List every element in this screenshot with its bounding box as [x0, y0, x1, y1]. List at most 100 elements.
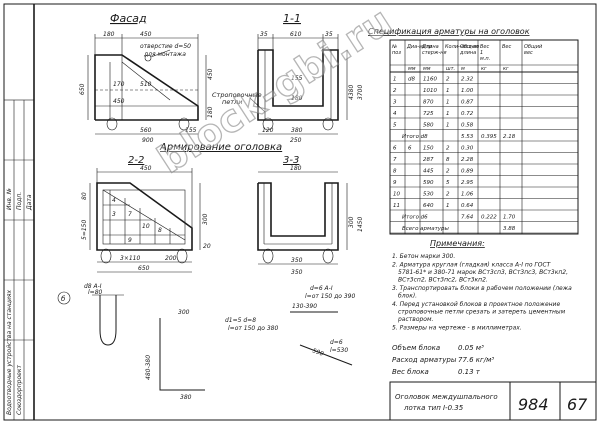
- spec-cell: 4: [393, 111, 397, 117]
- bar-shape-2-len: l=от 150 до 380: [228, 325, 278, 332]
- weight-label: Вес блока: [392, 368, 429, 376]
- spec-cell: 1: [393, 77, 397, 83]
- spec-cell: 2.32: [461, 77, 474, 83]
- spec-col-head: Коли-чест-во: [445, 44, 479, 50]
- s33-dim-mid-2: 1450: [357, 217, 364, 232]
- s11-dim-top-1: 35: [260, 31, 268, 38]
- facade-dim-inner-2: 510: [140, 81, 152, 88]
- facade-dim-bottom-2: 900: [142, 137, 154, 144]
- spec-unit: мм: [423, 66, 431, 72]
- facade-title: Фасад: [110, 12, 147, 25]
- spec-unit: кг: [481, 66, 487, 72]
- spec-cell: Всего арматуры: [402, 226, 450, 232]
- bar-shape-2-label: d1=5 d=8: [225, 317, 256, 324]
- spec-unit: мм: [408, 66, 416, 72]
- spec-cell: 0.87: [461, 100, 474, 106]
- s33-dim-top: 180: [290, 165, 302, 172]
- spec-cell: 1.70: [503, 215, 516, 221]
- spec-cell: 530: [423, 192, 434, 198]
- spec-cell: 640: [423, 203, 434, 209]
- bar-shape-dim-300: 300: [178, 309, 190, 316]
- note-line: строповочные петли срезать и затереть це…: [398, 309, 566, 316]
- note-line: 4. Перед установкой блоков в проектное п…: [392, 301, 560, 308]
- bar-shape-dim-590: 590: [311, 347, 324, 358]
- spec-col-head: поз: [392, 50, 401, 56]
- s11-dim-mid-1: 155: [291, 75, 303, 82]
- spec-cell: 0.72: [461, 111, 474, 117]
- detail-b: б d8 A-I l=80: [57, 283, 124, 346]
- notes-title: Примечания:: [430, 239, 485, 248]
- s22-mark-10: 10: [142, 223, 150, 230]
- spec-col-head: Общая: [460, 44, 478, 50]
- note-line: 1. Бетон марки 300.: [392, 253, 455, 260]
- facade-dim-right-1: 450: [207, 68, 214, 80]
- spec-cell: 2.18: [503, 134, 516, 140]
- rate-label: Расход арматуры: [392, 356, 457, 364]
- side-stamp-line-3: Инв. №: [6, 188, 13, 210]
- spec-cell: 287: [423, 157, 434, 163]
- title-block: Оголовок междушпального лотка тип I-0.35…: [389, 381, 597, 421]
- s22-mark-4: 4: [112, 197, 116, 204]
- s22-dim-top: 450: [140, 165, 152, 172]
- spec-cell: 5: [446, 180, 450, 186]
- s11-dim-bottom-2: 380: [291, 127, 303, 134]
- s11-loops-note-1: Строповочные: [212, 91, 262, 99]
- note-line: 5781-61* и 380-71 марок ВСт3сп3, ВСт3пс3…: [398, 269, 568, 276]
- spec-cell: 1010: [423, 88, 437, 94]
- note-line: 5. Размеры на чертеже - в миллиметрах.: [392, 325, 522, 332]
- note-line: 3. Транспортировать блоки в рабочем поло…: [392, 285, 572, 292]
- note-line: раствором.: [397, 316, 433, 323]
- spec-col-head: м.п.: [480, 56, 490, 62]
- bar-shape-dim-130: 130-390: [292, 303, 317, 310]
- s11-dim-top-3: 35: [325, 31, 333, 38]
- spec-table: Спецификация арматуры на оголовок №позДи…: [368, 27, 579, 235]
- section-3-3: 3-3 180 300 1450 350 350: [257, 155, 364, 276]
- spec-cell: 9: [393, 180, 397, 186]
- spec-cell: 445: [423, 169, 434, 175]
- spec-cell: 1: [446, 111, 450, 117]
- note-line: блок).: [398, 293, 417, 300]
- volume-value: 0.05 м³: [458, 344, 484, 352]
- s22-mark-9: 9: [128, 237, 132, 244]
- detail-b-dim-1: d8 A-I: [84, 283, 102, 290]
- facade-dim-right-2: 180: [207, 106, 214, 118]
- spec-cell: Итого d6: [402, 215, 428, 221]
- spec-cell: 580: [423, 123, 434, 129]
- spec-cell: 1: [446, 100, 450, 106]
- s22-dim-right-2: 20: [203, 243, 211, 250]
- spec-col-head: Вес: [480, 44, 490, 50]
- sheet-number: 67: [567, 395, 588, 414]
- detail-b-dim-2: l=80: [88, 289, 103, 296]
- bar-shape-dim-390: 380: [180, 394, 192, 401]
- facade-dim-inner-1: 170: [113, 81, 125, 88]
- spec-cell: 3.88: [503, 226, 516, 232]
- s22-dim-left-1: 80: [81, 192, 88, 200]
- s33-dim-mid-1: 300: [348, 216, 355, 228]
- spec-cell: 0.30: [461, 146, 474, 152]
- facade-view: Фасад отверстие d=50 для монтажа 450: [79, 12, 214, 144]
- spec-col-head: стерж-ня: [422, 50, 447, 56]
- s33-dim-bottom-2: 350: [291, 269, 303, 276]
- reinforcement-title: Армирование оголовка: [159, 142, 282, 153]
- spec-cell: 5.53: [461, 134, 474, 140]
- side-stamp-line-4: Подп.: [16, 192, 23, 210]
- facade-dim-left: 650: [79, 83, 86, 95]
- s22-mark-7: 7: [128, 211, 132, 218]
- section-11-title: 1-1: [283, 12, 301, 25]
- s33-dim-bottom-1: 350: [291, 257, 303, 264]
- section-33-title: 3-3: [283, 155, 299, 166]
- bar-shape-dim-480: 480-380: [145, 355, 152, 380]
- s22-dim-total: 650: [138, 265, 150, 272]
- s22-dim-bottom-2: 200: [165, 255, 177, 262]
- side-stamp-line-1: Водоотводные устройства на станциях: [6, 289, 13, 415]
- spec-cell: 725: [423, 111, 434, 117]
- spec-col-head: вес: [524, 50, 533, 56]
- bar-shape-1-label: d=6 A-I: [310, 285, 333, 292]
- spec-cell: 2: [393, 88, 397, 94]
- rate-value: 77.6 кг/м³: [458, 356, 494, 364]
- s11-dim-right-1: 4380: [348, 85, 355, 100]
- side-stamp: Водоотводные устройства на станциях Союз…: [3, 99, 35, 421]
- facade-hole-note-1: отверстие d=50: [140, 43, 191, 50]
- spec-cell: 7.64: [461, 215, 474, 221]
- notes-block: Примечания: 1. Бетон марки 300.2. Армату…: [392, 239, 572, 332]
